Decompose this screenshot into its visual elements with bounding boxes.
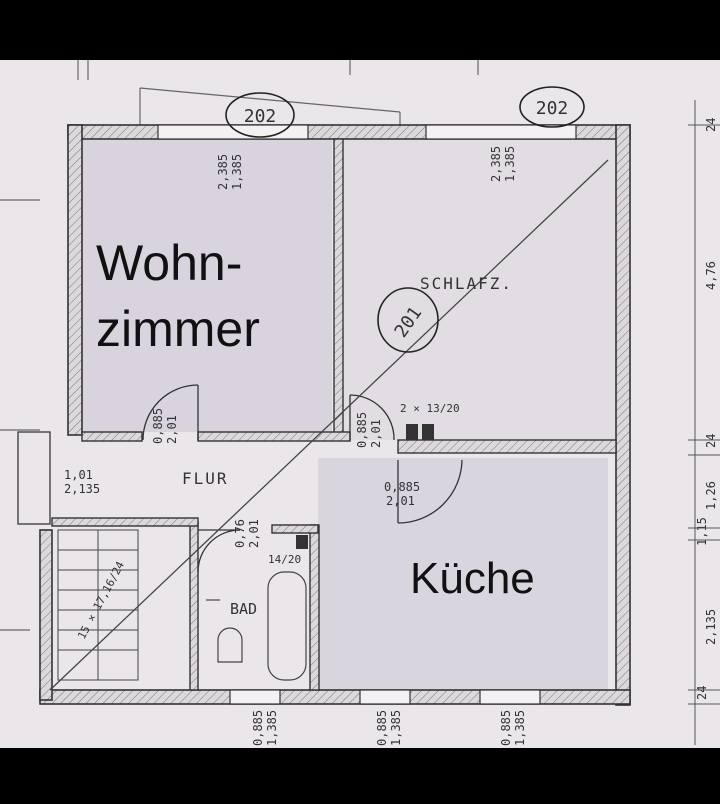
- dim-entrance-b: 2,135: [64, 482, 100, 496]
- interior-walls: [51, 138, 617, 691]
- room-label-living-line2: zimmer: [96, 301, 260, 357]
- dim-bottom-window-3-b: 1,385: [513, 710, 527, 746]
- dim-bottom-window-1-b: 1,385: [265, 710, 279, 746]
- unit-marker-circles: [225, 86, 585, 353]
- paper-marks: [0, 60, 479, 631]
- room-label-bathroom: BAD: [230, 600, 257, 618]
- top-black-band: [0, 0, 720, 60]
- dim-bottom-window-1-a: 0,885: [251, 710, 265, 746]
- dim-right-7: 24: [695, 686, 709, 700]
- room-label-kitchen: Küche: [410, 554, 535, 603]
- dim-living-door-a: 0,885: [151, 408, 165, 444]
- dim-bedroom-window-a: 2,385: [489, 146, 503, 182]
- vent-ducts: [296, 424, 434, 549]
- dim-bottom-window-2-a: 0,885: [375, 710, 389, 746]
- dim-right-4: 1,26: [704, 481, 718, 510]
- room-label-hallway: FLUR: [182, 469, 229, 488]
- dim-kitchen-door-a: 0,885: [384, 480, 420, 494]
- dim-vent-pair: 2 × 13/20: [400, 402, 460, 415]
- dim-right-3: 24: [704, 434, 718, 448]
- dim-bedroom-window-b: 1,385: [503, 146, 517, 182]
- right-dimension-line: [688, 100, 720, 745]
- dim-bath-door-b: 2,01: [247, 519, 261, 548]
- dim-right-2: 4,76: [704, 261, 718, 290]
- room-label-living-line1: Wohn-: [96, 235, 242, 291]
- room-label-bedroom: SCHLAFZ.: [420, 274, 513, 293]
- unit-marker-top-left: 202: [244, 106, 277, 127]
- dim-living-door-b: 2,01: [165, 415, 179, 444]
- staircase: [57, 529, 139, 681]
- dim-living-window-a: 2,385: [216, 154, 230, 190]
- dim-right-5: 1,15: [695, 517, 709, 546]
- dim-bath-vent: 14/20: [268, 553, 301, 566]
- dim-living-window-b: 1,385: [230, 154, 244, 190]
- dim-kitchen-door-b: 2,01: [386, 494, 415, 508]
- unit-marker-top-right: 202: [536, 98, 569, 119]
- dim-bath-door-a: 0,76: [233, 519, 247, 548]
- dim-bottom-window-3-a: 0,885: [499, 710, 513, 746]
- dim-bedroom-door-a: 0,885: [355, 412, 369, 448]
- bathroom-fixtures: [206, 571, 307, 681]
- room-shading: [82, 140, 620, 690]
- dim-bedroom-door-b: 2,01: [369, 419, 383, 448]
- windows: [157, 124, 577, 705]
- diagonal-line: [49, 159, 609, 691]
- entrance-niche: [17, 431, 51, 525]
- dim-bottom-window-2-b: 1,385: [389, 710, 403, 746]
- bottom-black-band: [0, 748, 720, 804]
- dim-right-6: 2,135: [704, 609, 718, 645]
- dim-entrance-a: 1,01: [64, 468, 93, 482]
